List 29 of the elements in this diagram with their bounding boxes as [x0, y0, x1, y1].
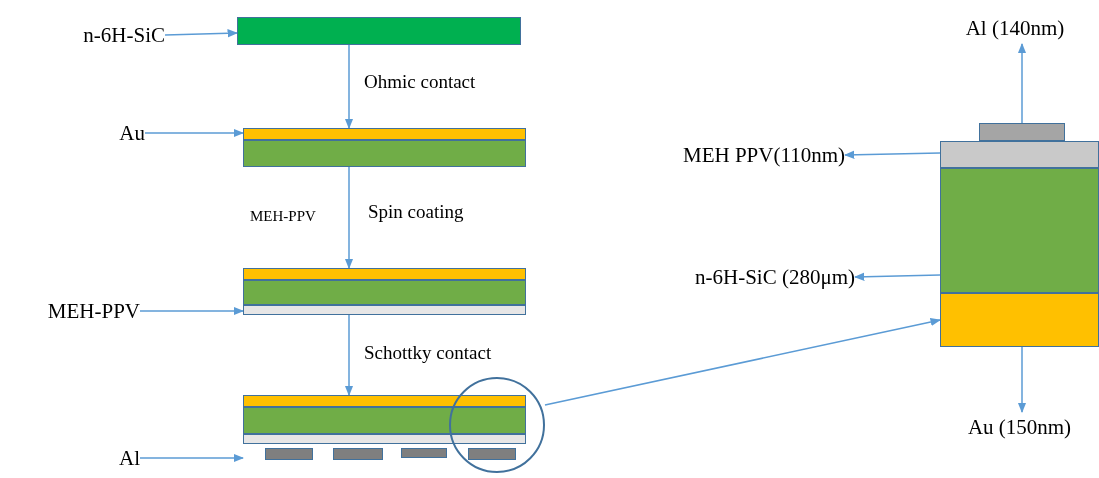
arrow — [843, 150, 941, 159]
layer-label: Al (140nm) — [965, 17, 1065, 39]
arrow — [144, 128, 245, 138]
layer-stack-drawing — [243, 268, 526, 315]
layer-label: MEH PPV(110nm) — [683, 144, 845, 166]
arrow — [853, 272, 941, 281]
layer-label: n-6H-SiC — [83, 24, 165, 46]
layer-label: Al — [119, 447, 140, 469]
material-label: MEH-PPV — [250, 209, 316, 224]
arrow — [544, 317, 942, 406]
edge-label: Schottky contact — [364, 343, 492, 362]
arrow — [1017, 346, 1027, 414]
layer-label: n-6H-SiC (280μm) — [695, 266, 855, 288]
layer-label: MEH-PPV — [47, 300, 140, 322]
layer-stack-drawing — [237, 17, 521, 45]
arrow — [164, 29, 239, 38]
arrow — [139, 453, 245, 463]
arrow — [344, 166, 354, 270]
arrow — [344, 44, 354, 130]
layer-stack-drawing — [243, 128, 526, 167]
layer-label: Au (150nm) — [967, 416, 1072, 438]
arrow — [1017, 42, 1027, 124]
edge-label: Spin coating — [368, 202, 464, 221]
layer-stack-drawing — [243, 395, 526, 460]
arrow — [344, 314, 354, 397]
layer-label: Au — [119, 122, 145, 144]
edge-label: Ohmic contact — [364, 72, 476, 91]
layer-stack-drawing — [940, 123, 1099, 347]
arrow — [139, 306, 245, 316]
